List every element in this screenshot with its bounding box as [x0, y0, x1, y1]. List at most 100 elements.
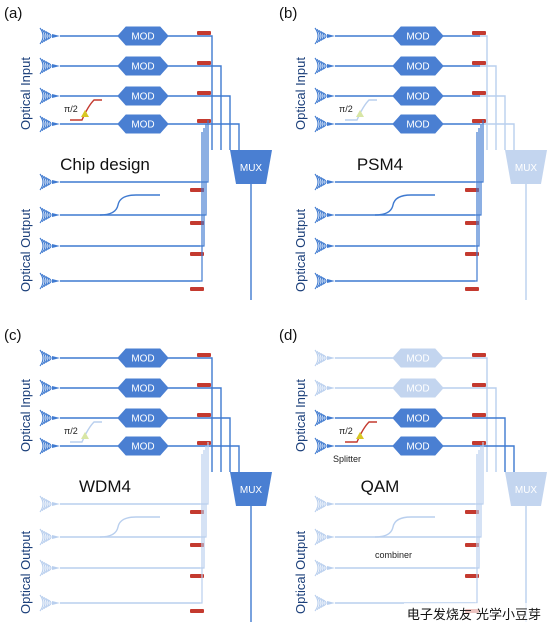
watermark: 电子发烧友 光学小豆芽 — [403, 603, 544, 624]
mod-block: MOD — [117, 436, 169, 456]
mod-label: MOD — [131, 354, 154, 365]
output-route — [200, 132, 203, 282]
heater — [472, 383, 486, 387]
heater — [197, 91, 211, 95]
input-grating — [314, 437, 335, 455]
mux-label: MUX — [240, 163, 263, 174]
output-route — [475, 450, 480, 569]
mod-label: MOD — [131, 120, 154, 131]
heater — [472, 61, 486, 65]
phase-shifter: π/2 — [64, 99, 102, 121]
output-route — [200, 442, 209, 505]
phase-shifter: π/2 — [64, 421, 102, 443]
route-waveguide — [480, 445, 515, 472]
heater — [465, 221, 479, 225]
heater — [190, 287, 204, 291]
optical-output-label: Optical Output — [18, 531, 33, 614]
output-route — [475, 442, 484, 505]
route-waveguide — [205, 357, 213, 472]
input-grating — [39, 87, 60, 105]
output-grating — [39, 528, 60, 546]
heater — [197, 61, 211, 65]
mod-label: MOD — [406, 120, 429, 131]
panel-label: (a) — [4, 5, 22, 22]
route-waveguide — [205, 123, 240, 150]
heater — [465, 543, 479, 547]
heater — [465, 252, 479, 256]
heater — [472, 441, 486, 445]
heater — [472, 119, 486, 123]
input-grating — [314, 349, 335, 367]
input-grating — [314, 379, 335, 397]
heater — [190, 252, 204, 256]
output-grating — [314, 559, 335, 577]
mod-label: MOD — [131, 32, 154, 43]
output-route — [200, 128, 205, 247]
optical-input-label: Optical Input — [293, 57, 308, 130]
heater — [190, 543, 204, 547]
panel-label: (b) — [279, 5, 297, 22]
mod-block: MOD — [117, 114, 169, 134]
heater — [190, 188, 204, 192]
output-grating — [314, 237, 335, 255]
input-grating — [314, 115, 335, 133]
mod-block: MOD — [392, 378, 444, 398]
input-grating — [39, 27, 60, 45]
output-route — [200, 446, 207, 538]
input-grating — [39, 57, 60, 75]
mod-label: MOD — [406, 414, 429, 425]
heater — [197, 441, 211, 445]
panel-label: (c) — [4, 327, 22, 344]
heater — [190, 609, 204, 613]
heater — [190, 510, 204, 514]
input-grating — [39, 409, 60, 427]
output-route — [475, 454, 478, 604]
optical-input-label: Optical Input — [18, 57, 33, 130]
mod-block: MOD — [392, 86, 444, 106]
output-route — [200, 124, 207, 216]
mod-block: MOD — [392, 26, 444, 46]
heater — [472, 353, 486, 357]
route-waveguide — [205, 95, 231, 150]
panel-title: WDM4 — [79, 477, 131, 496]
output-grating — [314, 528, 335, 546]
input-grating — [39, 349, 60, 367]
output-grating — [39, 206, 60, 224]
mod-label: MOD — [406, 62, 429, 73]
input-grating — [39, 437, 60, 455]
heater — [465, 510, 479, 514]
heater — [197, 353, 211, 357]
mod-block: MOD — [392, 114, 444, 134]
panel-title: Chip design — [60, 155, 150, 174]
splitter-label: Splitter — [333, 454, 361, 464]
phase-shifter: π/2 — [339, 99, 377, 121]
mod-block: MOD — [392, 436, 444, 456]
route-waveguide — [480, 95, 506, 150]
route-waveguide — [480, 123, 515, 150]
mod-label: MOD — [406, 354, 429, 365]
optical-output-label: Optical Output — [18, 209, 33, 292]
optical-output-label: Optical Output — [293, 531, 308, 614]
mod-label: MOD — [131, 92, 154, 103]
input-grating — [39, 379, 60, 397]
mod-label: MOD — [131, 62, 154, 73]
heater — [472, 31, 486, 35]
mod-block: MOD — [392, 348, 444, 368]
route-waveguide — [480, 357, 488, 472]
mod-label: MOD — [406, 32, 429, 43]
heater — [197, 119, 211, 123]
route-waveguide — [480, 65, 497, 150]
phase-shifter: π/2 — [339, 421, 377, 443]
output-grating — [314, 206, 335, 224]
mod-block: MOD — [392, 408, 444, 428]
combiner-bend — [99, 194, 160, 216]
output-route — [475, 128, 480, 247]
mod-label: MOD — [406, 442, 429, 453]
mod-label: MOD — [406, 384, 429, 395]
output-grating — [39, 173, 60, 191]
output-grating — [39, 495, 60, 513]
